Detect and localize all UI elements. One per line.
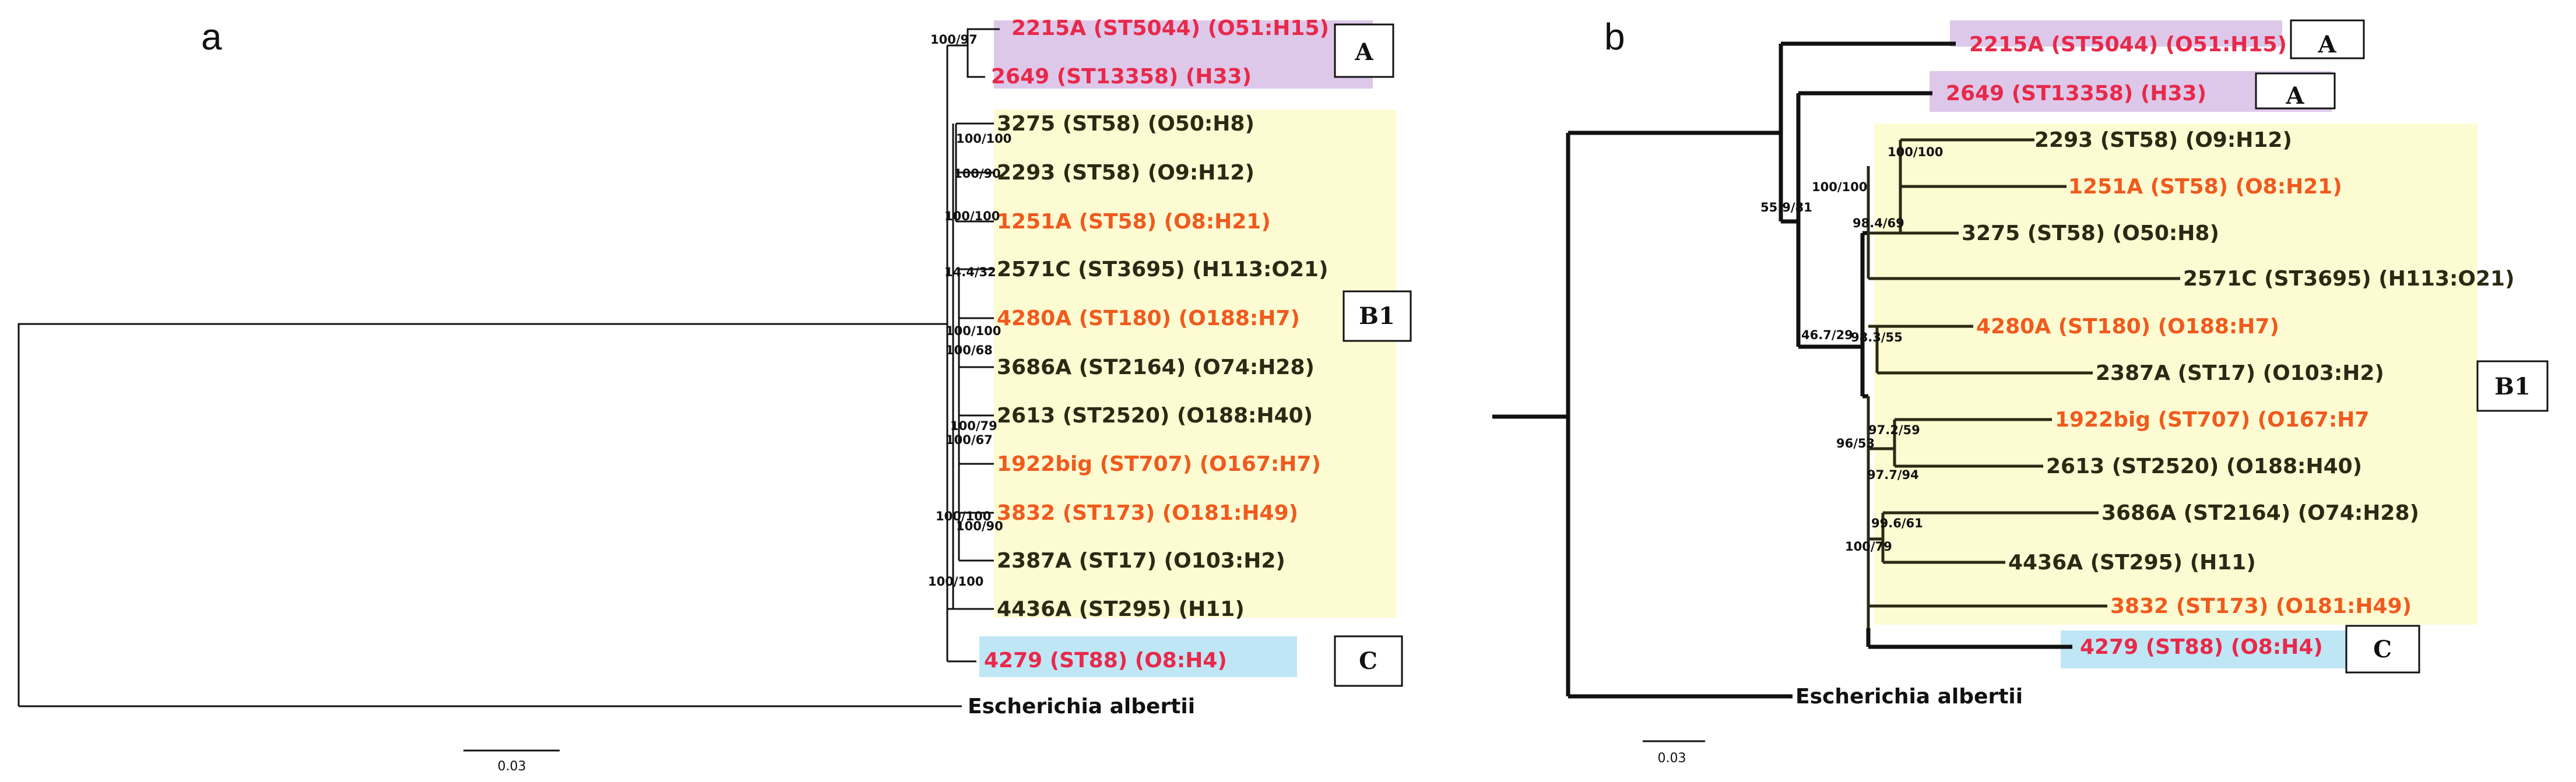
leaf-label: 2215A (ST5044) (O51:H15): [1969, 33, 2287, 57]
leaf-label: 1922big (ST707) (O167:H7: [2055, 408, 2369, 432]
clade-label: C: [1359, 647, 1377, 675]
support-value: 100/100: [928, 575, 983, 589]
leaf-label: 3686A (ST2164) (O74:H28): [997, 355, 1315, 379]
panel-b-clade-A-highlight: [1950, 20, 2282, 47]
panel-b-clade-A-box: [2255, 72, 2336, 110]
support-value: 100/100: [1812, 180, 1867, 194]
panel-a-label: a: [201, 16, 222, 58]
support-value: 100/100: [936, 509, 991, 523]
clade-label: A: [2317, 31, 2336, 58]
clade-label: B1: [1359, 302, 1395, 330]
clade-label: C: [2373, 636, 2392, 663]
panel-a-tree: [17, 28, 1000, 707]
leaf-label: 4436A (ST295) (H11): [2008, 551, 2256, 575]
panel-b-clade-B1-box: [2476, 360, 2549, 412]
panel-a: a: [17, 16, 1412, 774]
support-value: 97.7/94: [1867, 468, 1919, 482]
support-value: 100/97: [930, 33, 978, 47]
panel-a-clade-B1-box: [1343, 290, 1412, 342]
support-value: 14.4/32: [944, 265, 996, 279]
leaf-label: 2649 (ST13358) (H33): [991, 65, 1252, 89]
leaf-label: 2613 (ST2520) (O188:H40): [997, 404, 1313, 428]
leaf-label: Escherichia albertii: [968, 695, 1195, 718]
support-value: 100/100: [1888, 145, 1943, 159]
panel-b: b: [1492, 16, 2549, 766]
support-value: 100/100: [946, 324, 1001, 338]
panel-b-clade-C-highlight: [2061, 630, 2361, 668]
panel-a-clade-A-highlight: [994, 20, 1373, 89]
leaf-label: 2571C (ST3695) (H113:O21): [2183, 267, 2515, 291]
leaf-label: 2293 (ST58) (O9:H12): [2034, 128, 2292, 152]
panel-b-clade-C-box: [2345, 625, 2420, 674]
panel-b-supports: 55.9/81 100/100 98.4/69 100/100 46.7/29 …: [1760, 145, 1943, 554]
panel-a-clade-C-highlight: [979, 636, 1297, 677]
support-value: 55.9/81: [1760, 200, 1812, 214]
leaf-label: 3832 (ST173) (O181:H49): [2110, 594, 2412, 618]
leaf-label: 1251A (ST58) (O8:H21): [997, 210, 1271, 234]
support-value: 99.6/61: [1871, 516, 1923, 530]
leaf-label: 2613 (ST2520) (O188:H40): [2046, 455, 2362, 478]
leaf-label: 4280A (ST180) (O188:H7): [997, 307, 1300, 330]
support-value: 97.2/59: [1868, 423, 1920, 437]
panel-b-tree: [1492, 41, 2072, 699]
panel-a-supports: 100/97 100/100 100/90 100/100 14.4/32 10…: [928, 33, 1011, 589]
leaf-label: 3275 (ST58) (O50:H8): [1962, 221, 2219, 245]
leaf-label: 2649 (ST13358) (H33): [1946, 82, 2206, 105]
leaf-label: 4279 (ST88) (O8:H4): [984, 649, 1227, 672]
clade-label: A: [1354, 38, 1373, 66]
panel-a-clade-B1-highlight: [994, 110, 1396, 618]
support-value: 100/90: [954, 167, 1001, 181]
support-value: 100/100: [944, 209, 1000, 223]
support-value: 98.4/69: [1853, 216, 1904, 230]
leaf-label: 3686A (ST2164) (O74:H28): [2101, 501, 2419, 525]
support-value: 46.7/29: [1801, 328, 1853, 342]
panel-b-leaves: 2215A (ST5044) (O51:H15) 2649 (ST13358) …: [1795, 33, 2515, 709]
leaf-label: 2571C (ST3695) (H113:O21): [997, 258, 1329, 281]
leaf-label: 3275 (ST58) (O50:H8): [997, 112, 1254, 136]
support-value: 100/79: [950, 419, 997, 433]
support-value: 100/79: [1845, 540, 1892, 554]
support-value: 100/100: [956, 132, 1011, 146]
clade-label: A: [2285, 82, 2304, 110]
support-value: 100/67: [946, 433, 993, 447]
support-value: 100/90: [956, 519, 1003, 533]
leaf-label: 3832 (ST173) (O181:H49): [997, 501, 1298, 525]
leaf-label: Escherichia albertii: [1795, 685, 2023, 709]
leaf-label: 2387A (ST17) (O103:H2): [997, 549, 1285, 573]
clade-label: B1: [2494, 373, 2531, 400]
leaf-label: 2215A (ST5044) (O51:H15): [1011, 16, 1329, 40]
support-value: 100/68: [946, 343, 993, 357]
panel-a-clade-C-box: [1334, 635, 1403, 687]
panel-a-leaves: 2215A (ST5044) (O51:H15) 2649 (ST13358) …: [968, 16, 1329, 718]
support-value: 98.3/55: [1851, 330, 1903, 344]
leaf-label: 4280A (ST180) (O188:H7): [1976, 315, 2279, 339]
leaf-label: 4436A (ST295) (H11): [997, 597, 1245, 621]
leaf-label: 2293 (ST58) (O9:H12): [997, 161, 1254, 185]
panel-a-clade-A-box: [1334, 23, 1394, 78]
scale-label: 0.03: [498, 759, 526, 774]
panel-b-label: b: [1604, 16, 1625, 58]
leaf-label: 1251A (ST58) (O8:H21): [2068, 175, 2342, 199]
support-value: 96/53: [1836, 436, 1875, 450]
leaf-label: 1922big (ST707) (O167:H7): [997, 452, 1321, 476]
panel-b-clade-A-box: [2290, 19, 2365, 59]
leaf-label: 2387A (ST17) (O103:H2): [2096, 361, 2384, 385]
leaf-label: 4279 (ST88) (O8:H4): [2080, 635, 2323, 659]
panel-b-tree-inner: [1867, 138, 2180, 628]
scale-label: 0.03: [1658, 751, 1686, 766]
